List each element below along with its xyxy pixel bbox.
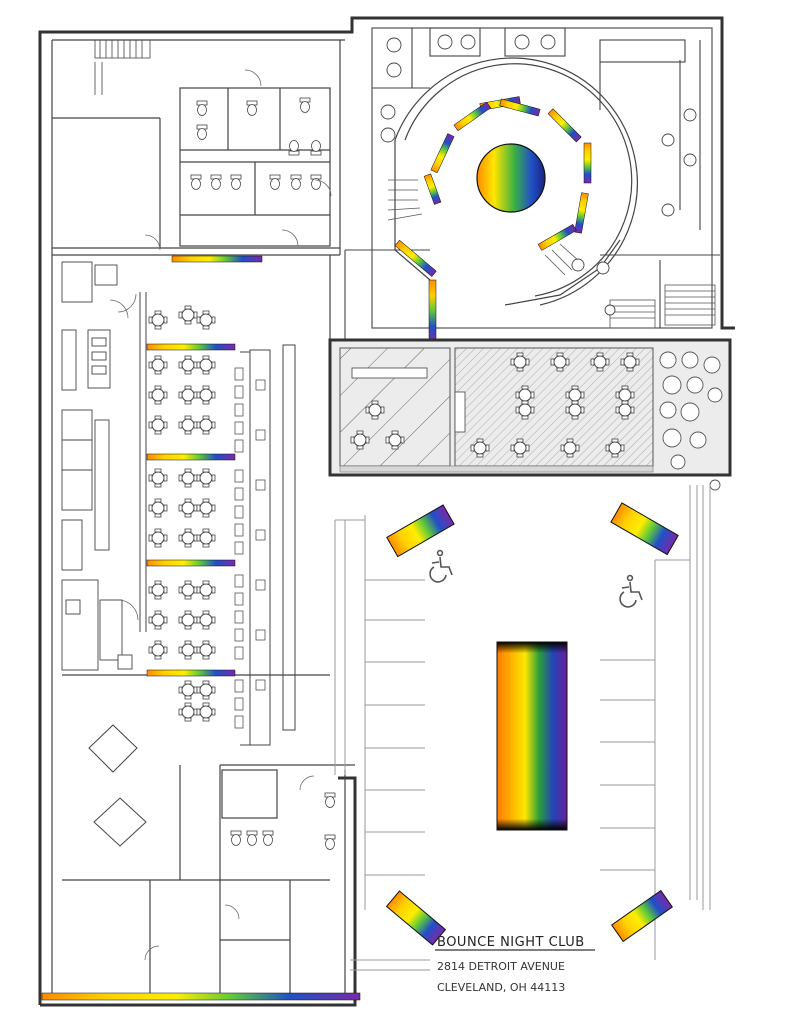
tree-icon <box>659 351 723 491</box>
building-outline <box>38 16 362 1007</box>
stage-dance-floor <box>496 641 568 831</box>
kitchen-equipment <box>61 261 133 671</box>
lounge-booths <box>380 34 697 316</box>
stair-icon <box>94 39 151 95</box>
toilet-icon <box>190 97 336 850</box>
bar-counter <box>139 292 296 746</box>
round-table-icon <box>148 305 216 722</box>
club-name: BOUNCE NIGHT CLUB <box>437 935 585 950</box>
parking-lot <box>334 485 711 971</box>
lounge-seating <box>88 724 181 870</box>
title-block: BOUNCE NIGHT CLUB 2814 DETROIT AVENUE CL… <box>435 935 595 994</box>
address-line-2: CLEVELAND, OH 44113 <box>437 981 565 994</box>
lounge-walls <box>344 27 720 340</box>
rainbow-light-bars <box>385 502 679 946</box>
stair-icon <box>387 179 716 329</box>
wheelchair-icon <box>429 549 643 608</box>
address-line-1: 2814 DETROIT AVENUE <box>437 960 565 973</box>
rainbow-lighting-ring <box>394 96 592 343</box>
rainbow-strips <box>41 255 361 1001</box>
round-dance-floor <box>476 143 546 213</box>
door-arcs <box>109 69 332 961</box>
lounge-building <box>362 16 735 330</box>
interior-walls <box>51 39 355 998</box>
bar-stools <box>234 367 266 729</box>
